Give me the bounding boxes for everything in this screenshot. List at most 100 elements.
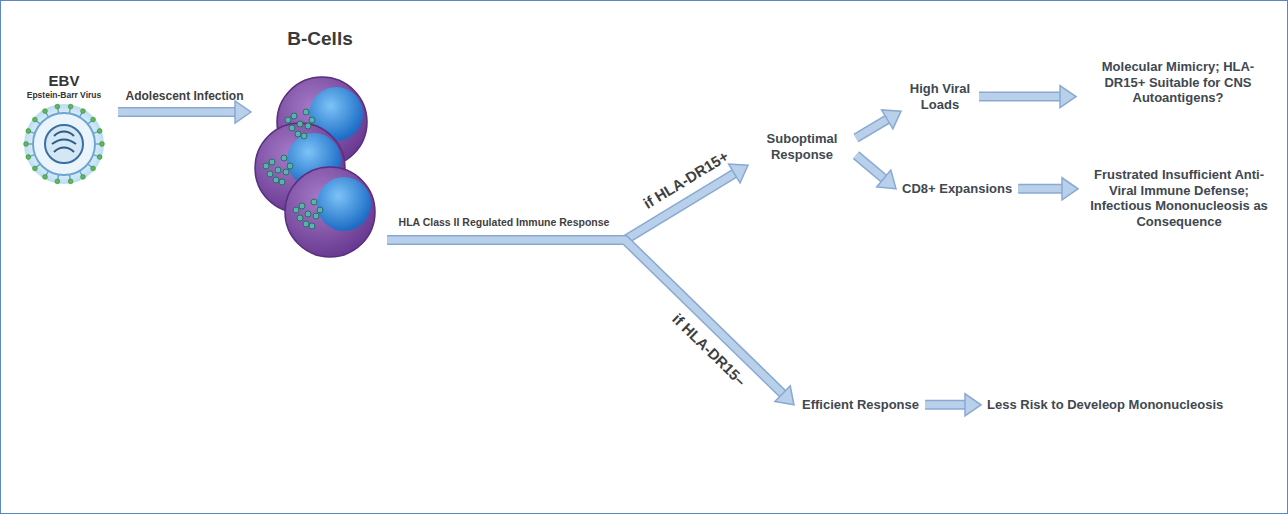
outcome-text: Molecular Mimicry; HLA-DR15+ Suitable fo… xyxy=(1080,58,1276,107)
spike-tip xyxy=(97,155,102,160)
virus-particle xyxy=(301,133,307,139)
virus-particle xyxy=(275,167,281,173)
flow-arrow xyxy=(118,101,251,123)
arrow-shaft xyxy=(979,93,1062,100)
spike-tip xyxy=(32,117,37,122)
arrow-shaft xyxy=(856,118,889,138)
virus-icon xyxy=(24,104,105,184)
virus-particle xyxy=(297,121,303,127)
virus-particle xyxy=(267,171,273,177)
virus-capsid xyxy=(45,125,83,163)
node-title: Less Risk to Develeop Mononucleosis xyxy=(987,397,1223,413)
virus-particle xyxy=(311,199,317,205)
flow-arrow xyxy=(979,86,1076,108)
virus-particle xyxy=(305,123,311,129)
spike-tip xyxy=(43,109,48,114)
arrow-head xyxy=(877,170,896,189)
virus-particle xyxy=(303,109,309,115)
arrow-head xyxy=(235,101,251,123)
flow-arrow xyxy=(856,155,896,189)
flow-arrow xyxy=(1018,178,1078,200)
arrow-outline xyxy=(1018,184,1064,194)
node-title: EBV xyxy=(14,72,114,90)
spike-tip xyxy=(43,175,48,180)
virus-particle xyxy=(313,213,319,219)
virus-envelope xyxy=(33,113,95,175)
virus-spikes xyxy=(24,104,105,184)
arrow-outline xyxy=(979,92,1062,102)
node-subtitle: Epstein-Barr Virus xyxy=(14,90,114,100)
edge-label: Adolescent Infection xyxy=(125,89,243,103)
virus-particle xyxy=(289,125,295,131)
node-title: CD8+ Expansions xyxy=(902,181,1012,197)
node-title: Molecular Mimicry; HLA-DR15+ Suitable fo… xyxy=(1082,59,1274,106)
cell-group: B-Cells xyxy=(255,28,385,260)
cell-nucleus xyxy=(317,177,371,231)
spike-tip xyxy=(81,109,86,114)
spike-tip xyxy=(81,175,86,180)
spike-tip xyxy=(91,117,96,122)
virus-particle xyxy=(317,207,323,213)
arrow-outline xyxy=(856,155,885,180)
virus-particle xyxy=(299,203,305,209)
virus-particle xyxy=(269,159,275,165)
arrow-shaft xyxy=(118,109,237,116)
spike-tip xyxy=(26,155,31,160)
spike-tip xyxy=(55,179,60,184)
outcome-text: Suboptimal Response xyxy=(752,130,852,163)
spike-tip xyxy=(26,129,31,134)
virus-particle xyxy=(279,179,285,185)
outcome-text: Frustrated Insufficient Anti-Viral Immun… xyxy=(1082,166,1276,230)
virus-particle xyxy=(303,221,309,227)
virus-particle xyxy=(293,207,299,213)
spike-tip xyxy=(100,142,105,147)
virus-particle xyxy=(287,163,293,169)
virus-particle xyxy=(281,155,287,161)
arrow-shaft xyxy=(387,240,784,395)
arrow-head xyxy=(729,164,748,183)
arrow-head xyxy=(965,394,981,416)
virus-particles xyxy=(263,109,323,229)
arrow-shaft xyxy=(856,155,885,180)
flow-arrow xyxy=(856,110,901,138)
arrow-head xyxy=(1060,86,1076,108)
outcome-text: Less Risk to Develeop Mononucleosis xyxy=(985,396,1225,414)
node-title: Efficient Response xyxy=(802,397,919,413)
virus-particle xyxy=(263,163,269,169)
outcome-text: High Viral Loads xyxy=(905,80,975,113)
arrow-head xyxy=(775,386,794,405)
virus-particle xyxy=(295,131,301,137)
spike-tip xyxy=(68,179,73,184)
outcome-text: CD8+ Expansions xyxy=(900,180,1014,198)
virus-particle xyxy=(297,215,303,221)
flow-label: HLA Class II Regulated Immune Response xyxy=(388,216,620,229)
arrow-outline xyxy=(925,400,967,410)
b-cells-icon xyxy=(255,77,375,257)
node-title: B-Cells xyxy=(255,28,385,51)
outcome-text: Efficient Response xyxy=(800,396,921,414)
arrow-head xyxy=(1062,178,1078,200)
virus-particle xyxy=(285,117,291,123)
spike-tip xyxy=(68,104,73,109)
node-title: Frustrated Insufficient Anti-Viral Immun… xyxy=(1084,167,1274,229)
cell xyxy=(285,167,375,257)
virus-particle xyxy=(291,113,297,119)
arrow-head xyxy=(882,110,901,129)
arrow-outline xyxy=(856,118,889,138)
node-title: Suboptimal Response xyxy=(754,131,850,162)
virus-particle xyxy=(283,169,289,175)
virus-particle xyxy=(273,177,279,183)
flow-arrow xyxy=(387,240,794,405)
arrow-shaft xyxy=(1018,185,1064,192)
arrow-outline xyxy=(387,240,784,395)
spike-tip xyxy=(91,166,96,171)
virus-node: EBVEpstein-Barr Virus xyxy=(14,72,114,184)
spike-tip xyxy=(32,166,37,171)
virus-halo xyxy=(24,104,104,184)
flow-arrow xyxy=(925,394,981,416)
virus-genome xyxy=(52,132,76,153)
virus-particle xyxy=(309,117,315,123)
